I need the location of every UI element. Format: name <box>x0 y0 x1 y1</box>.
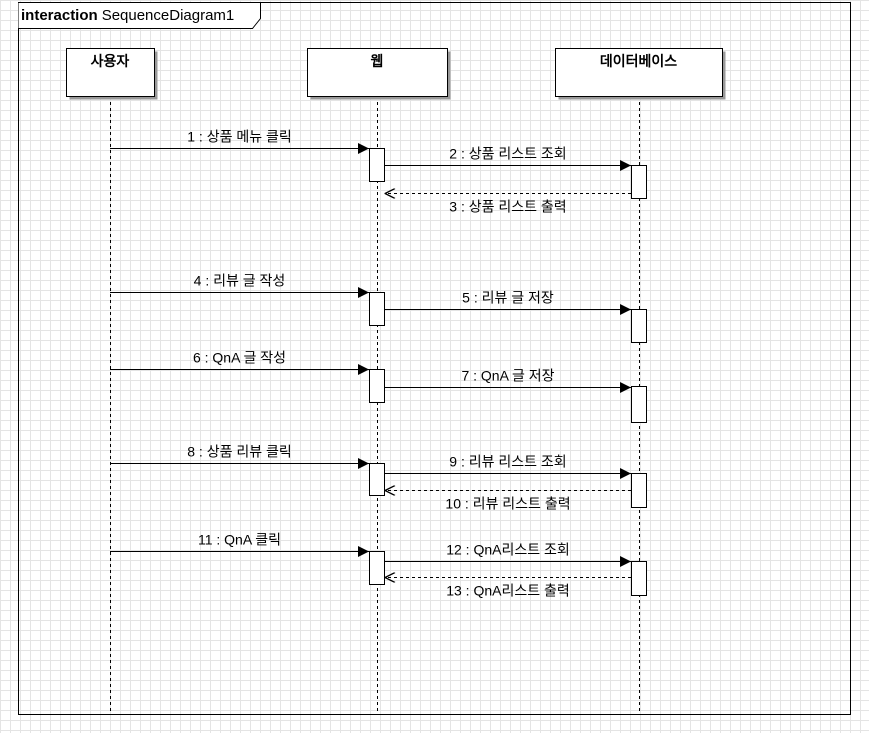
message-label: 8 : 상품 리뷰 클릭 <box>187 444 292 460</box>
message-label: 3 : 상품 리스트 출력 <box>449 199 566 215</box>
lifeline-head[interactable] <box>555 48 723 97</box>
activation-bar-web[interactable] <box>369 148 385 182</box>
frame-keyword: interaction <box>21 7 98 24</box>
message-12[interactable]: 12 : QnA리스트 조회 <box>385 542 631 567</box>
activation-bar-db[interactable] <box>631 561 647 596</box>
message-label: 9 : 리뷰 리스트 조회 <box>449 454 566 470</box>
activation-bar-web[interactable] <box>369 292 385 326</box>
activation-bar-web[interactable] <box>369 551 385 585</box>
message-8[interactable]: 8 : 상품 리뷰 클릭 <box>110 444 369 469</box>
message-1[interactable]: 1 : 상품 메뉴 클릭 <box>110 129 369 154</box>
activation-bar-db[interactable] <box>631 165 647 199</box>
message-3[interactable]: 3 : 상품 리스트 출력 <box>385 194 631 215</box>
message-6[interactable]: 6 : QnA 글 작성 <box>110 350 369 375</box>
activation-bar-web[interactable] <box>369 369 385 403</box>
message-11[interactable]: 11 : QnA 클릭 <box>110 532 369 557</box>
lifeline-head[interactable] <box>307 48 448 97</box>
activation-bar-db[interactable] <box>631 386 647 423</box>
interaction-frame <box>18 2 851 715</box>
message-7[interactable]: 7 : QnA 글 저장 <box>385 368 631 393</box>
activation-bar-db[interactable] <box>631 309 647 343</box>
message-10[interactable]: 10 : 리뷰 리스트 출력 <box>385 491 631 512</box>
message-label: 6 : QnA 글 작성 <box>193 350 286 366</box>
lifeline-name: 데이터베이스 <box>600 53 677 69</box>
message-label: 12 : QnA리스트 조회 <box>446 542 570 558</box>
message-9[interactable]: 9 : 리뷰 리스트 조회 <box>385 454 631 479</box>
frame-diagram-name: SequenceDiagram1 <box>102 7 235 24</box>
lifeline-name: 사용자 <box>91 53 130 69</box>
frame-label-pentagon <box>18 2 261 29</box>
lifeline-head[interactable] <box>66 48 155 97</box>
message-label: 10 : 리뷰 리스트 출력 <box>445 496 570 512</box>
message-label: 13 : QnA리스트 출력 <box>446 583 570 599</box>
activation-bar-db[interactable] <box>631 473 647 508</box>
message-label: 4 : 리뷰 글 작성 <box>194 273 286 289</box>
message-label: 2 : 상품 리스트 조회 <box>449 146 566 162</box>
message-label: 11 : QnA 클릭 <box>198 532 281 548</box>
activation-bar-web[interactable] <box>369 463 385 496</box>
message-5[interactable]: 5 : 리뷰 글 저장 <box>385 290 631 315</box>
lifeline-name: 웹 <box>371 53 384 69</box>
message-label: 5 : 리뷰 글 저장 <box>462 290 554 306</box>
message-label: 1 : 상품 메뉴 클릭 <box>187 129 292 145</box>
lifeline-db: 데이터베이스 <box>555 48 726 714</box>
message-4[interactable]: 4 : 리뷰 글 작성 <box>110 273 369 298</box>
message-label: 7 : QnA 글 저장 <box>461 368 554 384</box>
message-13[interactable]: 13 : QnA리스트 출력 <box>385 578 631 599</box>
lifeline-user: 사용자 <box>66 48 158 714</box>
lifeline-web: 웹 <box>307 48 451 714</box>
message-2[interactable]: 2 : 상품 리스트 조회 <box>385 146 631 171</box>
